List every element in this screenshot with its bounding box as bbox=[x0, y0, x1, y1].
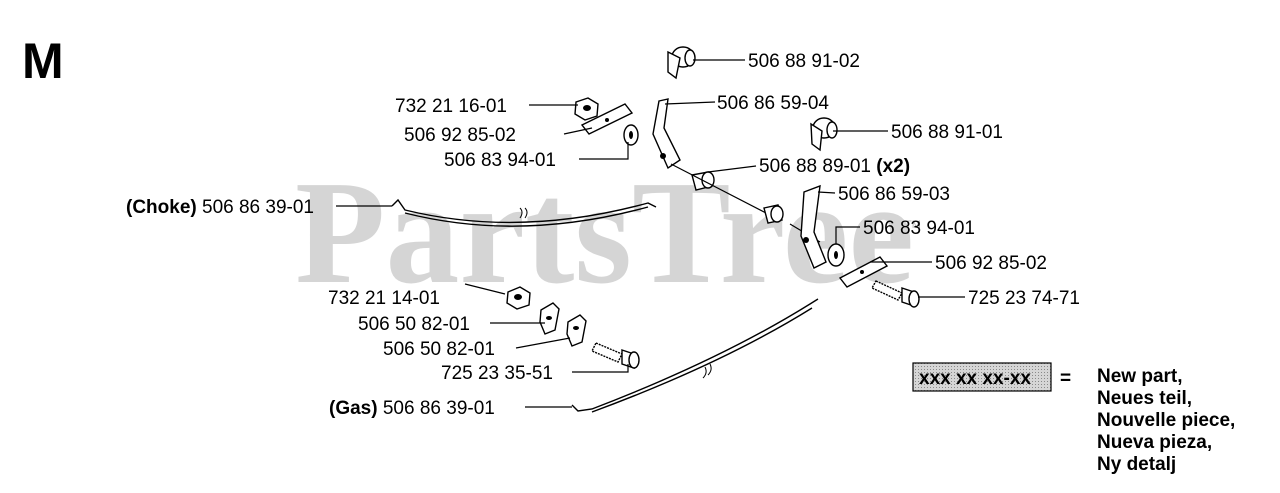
label-506-86-59-04: 506 86 59-04 bbox=[717, 93, 829, 114]
gas-cable bbox=[571, 298, 819, 413]
label-506-50-82-01-upper: 506 50 82-01 bbox=[358, 314, 470, 335]
label-506-92-85-02-upper: 506 92 85-02 bbox=[404, 125, 516, 146]
lever-lower-icon bbox=[800, 184, 827, 269]
knob-right-icon bbox=[810, 117, 838, 152]
label-gas-cable: (Gas) 506 86 39-01 bbox=[329, 398, 495, 419]
legend-line-1: New part, bbox=[1097, 366, 1183, 387]
watermark-tm: TM bbox=[905, 219, 921, 231]
bolt-left-icon bbox=[591, 342, 640, 369]
legend-equals: = bbox=[1060, 368, 1071, 389]
legend-line-4: Nueva pieza, bbox=[1097, 432, 1212, 453]
plate-lower-icon bbox=[838, 256, 889, 288]
washer-lower-icon bbox=[827, 243, 845, 267]
label-506-88-91-01: 506 88 91-01 bbox=[891, 122, 1003, 143]
clamp-upper-icon bbox=[539, 302, 560, 335]
section-letter: M bbox=[22, 33, 64, 89]
label-506-83-94-01-lower: 506 83 94-01 bbox=[863, 218, 975, 239]
legend-code: xxx xx xx-xx bbox=[919, 368, 1031, 389]
label-506-83-94-01-upper: 506 83 94-01 bbox=[444, 150, 556, 171]
legend-line-5: Ny detalj bbox=[1097, 454, 1176, 475]
legend: xxx xx xx-xx = New part, Neues teil, Nou… bbox=[912, 362, 1235, 475]
lever-upper-icon bbox=[652, 98, 681, 170]
legend-line-3: Nouvelle piece, bbox=[1097, 410, 1235, 431]
legend-line-2: Neues teil, bbox=[1097, 388, 1192, 409]
choke-cable bbox=[391, 198, 657, 227]
label-506-88-89-01: 506 88 89-01 (x2) bbox=[759, 156, 910, 177]
clamp-lower-icon bbox=[566, 314, 587, 347]
label-506-88-91-02: 506 88 91-02 bbox=[748, 51, 860, 72]
label-725-23-74-71: 725 23 74-71 bbox=[968, 288, 1080, 309]
bushing-lower-icon bbox=[763, 204, 784, 224]
label-506-92-85-02-lower: 506 92 85-02 bbox=[935, 253, 1047, 274]
legend-swatch bbox=[912, 362, 1052, 392]
knob-upper-icon bbox=[667, 46, 696, 80]
label-732-21-16-01: 732 21 16-01 bbox=[395, 96, 507, 117]
washer-upper-icon bbox=[623, 124, 639, 146]
label-choke-cable: (Choke) 506 86 39-01 bbox=[126, 197, 314, 218]
nut-lower-icon bbox=[506, 286, 531, 310]
plate-upper-icon bbox=[580, 103, 634, 135]
label-732-21-14-01: 732 21 14-01 bbox=[328, 288, 440, 309]
nut-upper-icon bbox=[574, 97, 599, 121]
leader-lines bbox=[336, 59, 965, 408]
label-725-23-35-51: 725 23 35-51 bbox=[441, 363, 553, 384]
label-506-50-82-01-lower: 506 50 82-01 bbox=[383, 339, 495, 360]
bolt-right-icon bbox=[871, 280, 920, 308]
label-506-86-59-03: 506 86 59-03 bbox=[838, 184, 950, 205]
